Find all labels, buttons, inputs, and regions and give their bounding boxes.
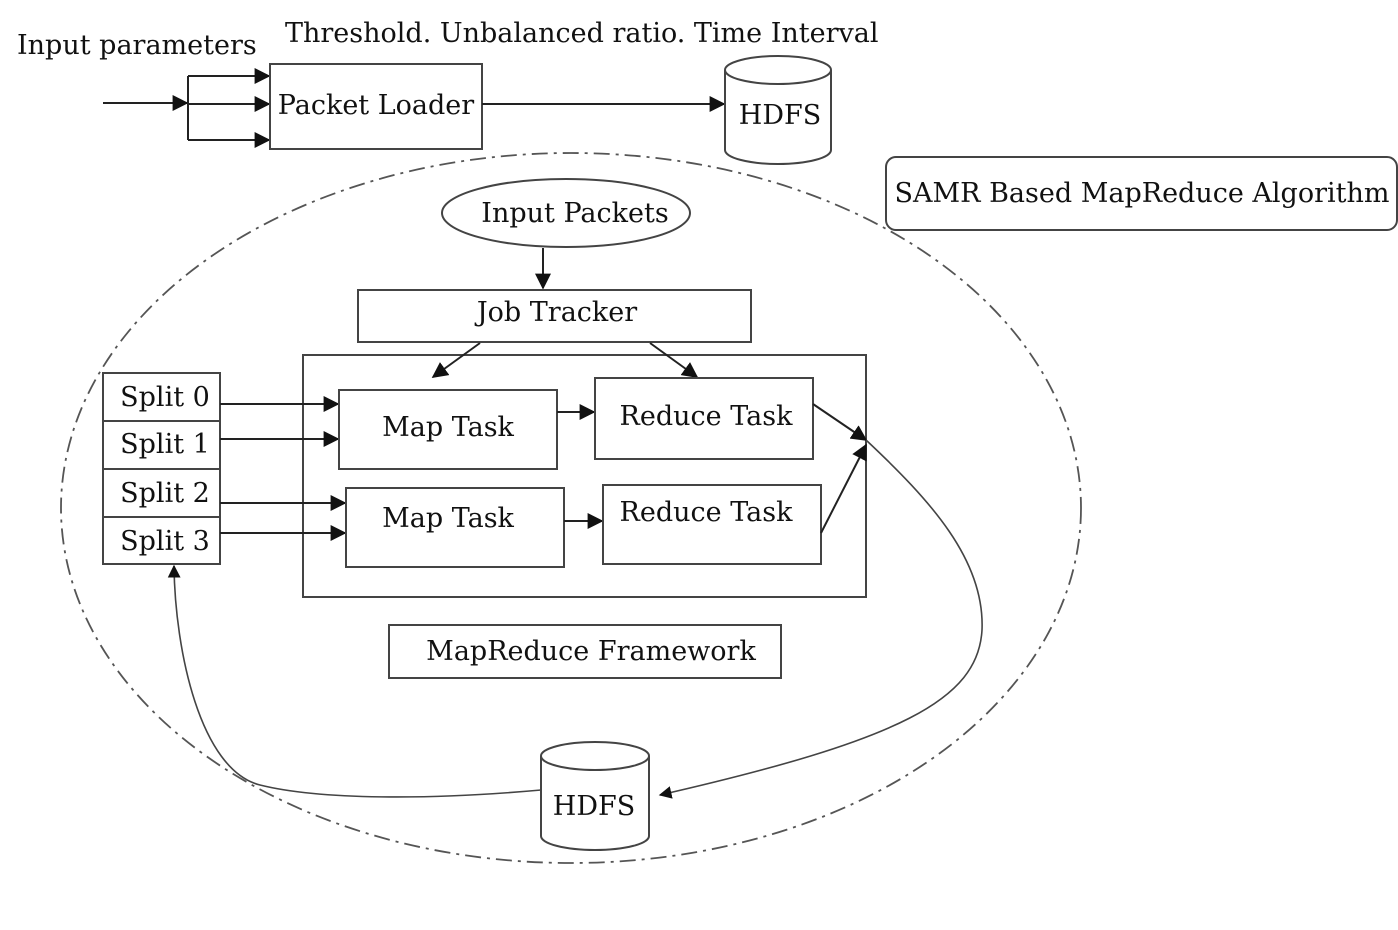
- reduce-task-2-box: [602, 484, 822, 565]
- split-2-box: [102, 468, 221, 518]
- hdfs-bottom-label: HDFS: [553, 791, 635, 822]
- tracker-to-map-arrow: [431, 342, 481, 378]
- reduce-task-1-label: Reduce Task: [620, 401, 794, 432]
- samr-label: SAMR Based MapReduce Algorithm: [895, 178, 1390, 209]
- samr-label-box: [885, 156, 1398, 231]
- hdfs-top-cylinder: [724, 55, 832, 165]
- framework-label-box: [388, 624, 782, 679]
- framework-label: MapReduce Framework: [426, 636, 756, 667]
- job-tracker-label: Job Tracker: [474, 297, 637, 328]
- reduce-task-1-box: [594, 377, 814, 460]
- job-tracker-box: [357, 289, 752, 343]
- reduce-task-2-label: Reduce Task: [620, 497, 794, 528]
- split-1-box: [102, 420, 221, 470]
- samr-boundary: [60, 152, 1082, 864]
- split-2-label: Split 2: [120, 478, 210, 509]
- split-0-box: [102, 372, 221, 422]
- packet-loader-label: Packet Loader: [278, 90, 474, 121]
- input-packets-label: Input Packets: [481, 198, 668, 229]
- hdfs-top-label: HDFS: [739, 100, 821, 131]
- tracker-to-reduce-arrow: [649, 342, 699, 378]
- map-task-2-label: Map Task: [382, 503, 514, 534]
- thresholds-label: Threshold. Unbalanced ratio. Time Interv…: [285, 18, 879, 49]
- input-parameters-label: Input parameters: [17, 30, 257, 61]
- input-packets-ellipse: [441, 178, 691, 248]
- hdfs-bottom-cylinder: [540, 741, 650, 851]
- split-stack: [102, 372, 221, 565]
- split-1-label: Split 1: [120, 429, 210, 460]
- split-3-box: [102, 516, 221, 565]
- map-task-1-box: [338, 389, 558, 470]
- packet-loader-box: [269, 63, 483, 150]
- merge-to-hdfs-curve: [658, 439, 983, 799]
- split-0-label: Split 0: [120, 382, 210, 413]
- split-3-label: Split 3: [120, 526, 210, 557]
- map-task-1-label: Map Task: [382, 412, 514, 443]
- reduce-2-to-merge-arrow: [820, 443, 867, 534]
- map-task-2-box: [345, 487, 565, 568]
- hdfs-to-splits-curve: [167, 564, 542, 798]
- reduce-1-to-merge-arrow: [812, 403, 868, 441]
